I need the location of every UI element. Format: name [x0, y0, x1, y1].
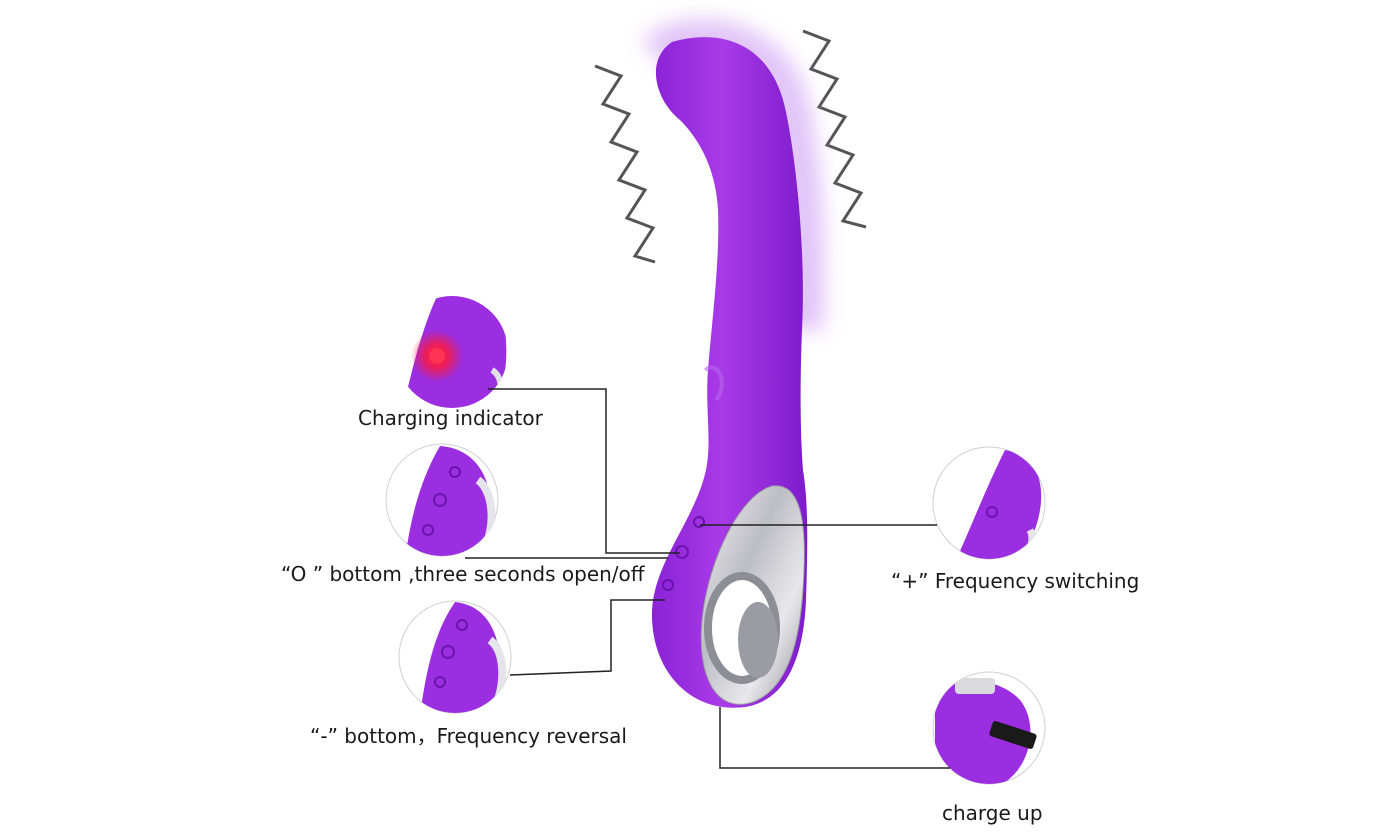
o-button[interactable] [675, 545, 689, 559]
plus-button[interactable] [693, 516, 705, 528]
detail-minus-button [398, 600, 512, 714]
detail-plus-button [932, 446, 1046, 560]
detail-charging-indicator [396, 296, 508, 408]
charging-cable-icon [989, 721, 1037, 749]
detail-o-button [385, 443, 499, 557]
charge-up-label: charge up [942, 801, 1043, 825]
vibration-right-icon [802, 29, 867, 229]
minus-button-label: “-” bottom，Frequency reversal [310, 724, 627, 748]
product-body [651, 37, 808, 708]
detail-charge-up [932, 671, 1046, 785]
vibration-left-icon [594, 64, 656, 264]
charging-indicator-label: Charging indicator [358, 406, 543, 430]
plus-button-label: “+” Frequency switching [891, 569, 1140, 593]
minus-button[interactable] [662, 579, 674, 591]
leader-lines [465, 388, 950, 769]
o-button-label: “O ” bottom ,three seconds open/off [281, 562, 645, 586]
